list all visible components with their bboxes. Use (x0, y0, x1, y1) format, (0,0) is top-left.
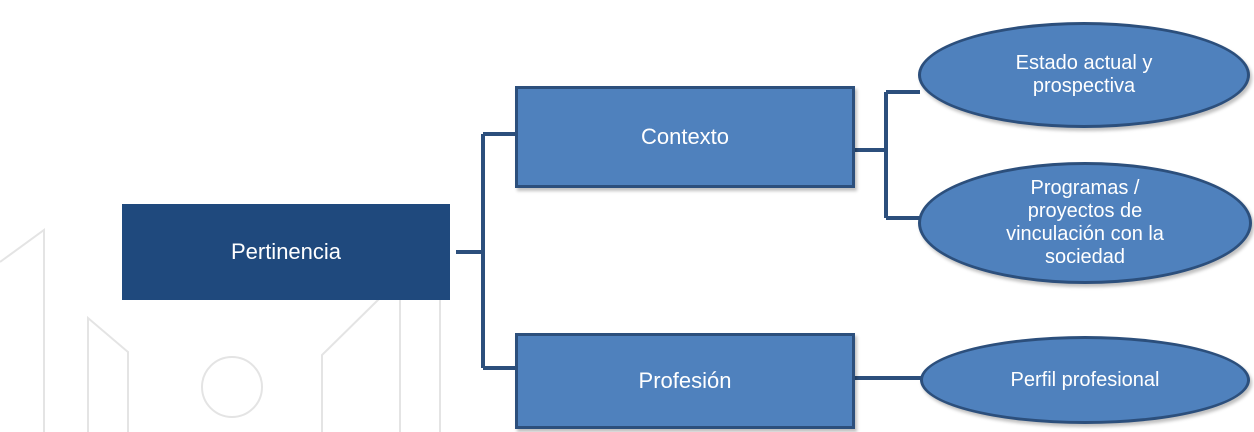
node-programas-proyectos: Programas / proyectos de vinculación con… (918, 162, 1252, 284)
node-pertinencia: Pertinencia (122, 204, 450, 300)
node-contexto-label: Contexto (640, 124, 730, 149)
node-pertinencia-label: Pertinencia (230, 239, 342, 264)
node-perfil-profesional-label: Perfil profesional (1010, 368, 1160, 391)
node-estado-actual-label: Estado actual y prospectiva (1015, 52, 1153, 97)
node-perfil-profesional: Perfil profesional (920, 336, 1250, 424)
node-profesion-label: Profesión (638, 368, 732, 393)
node-profesion: Profesión (515, 333, 855, 429)
node-programas-proyectos-label: Programas / proyectos de vinculación con… (1006, 177, 1164, 268)
node-estado-actual: Estado actual y prospectiva (918, 22, 1250, 128)
node-contexto: Contexto (515, 86, 855, 188)
